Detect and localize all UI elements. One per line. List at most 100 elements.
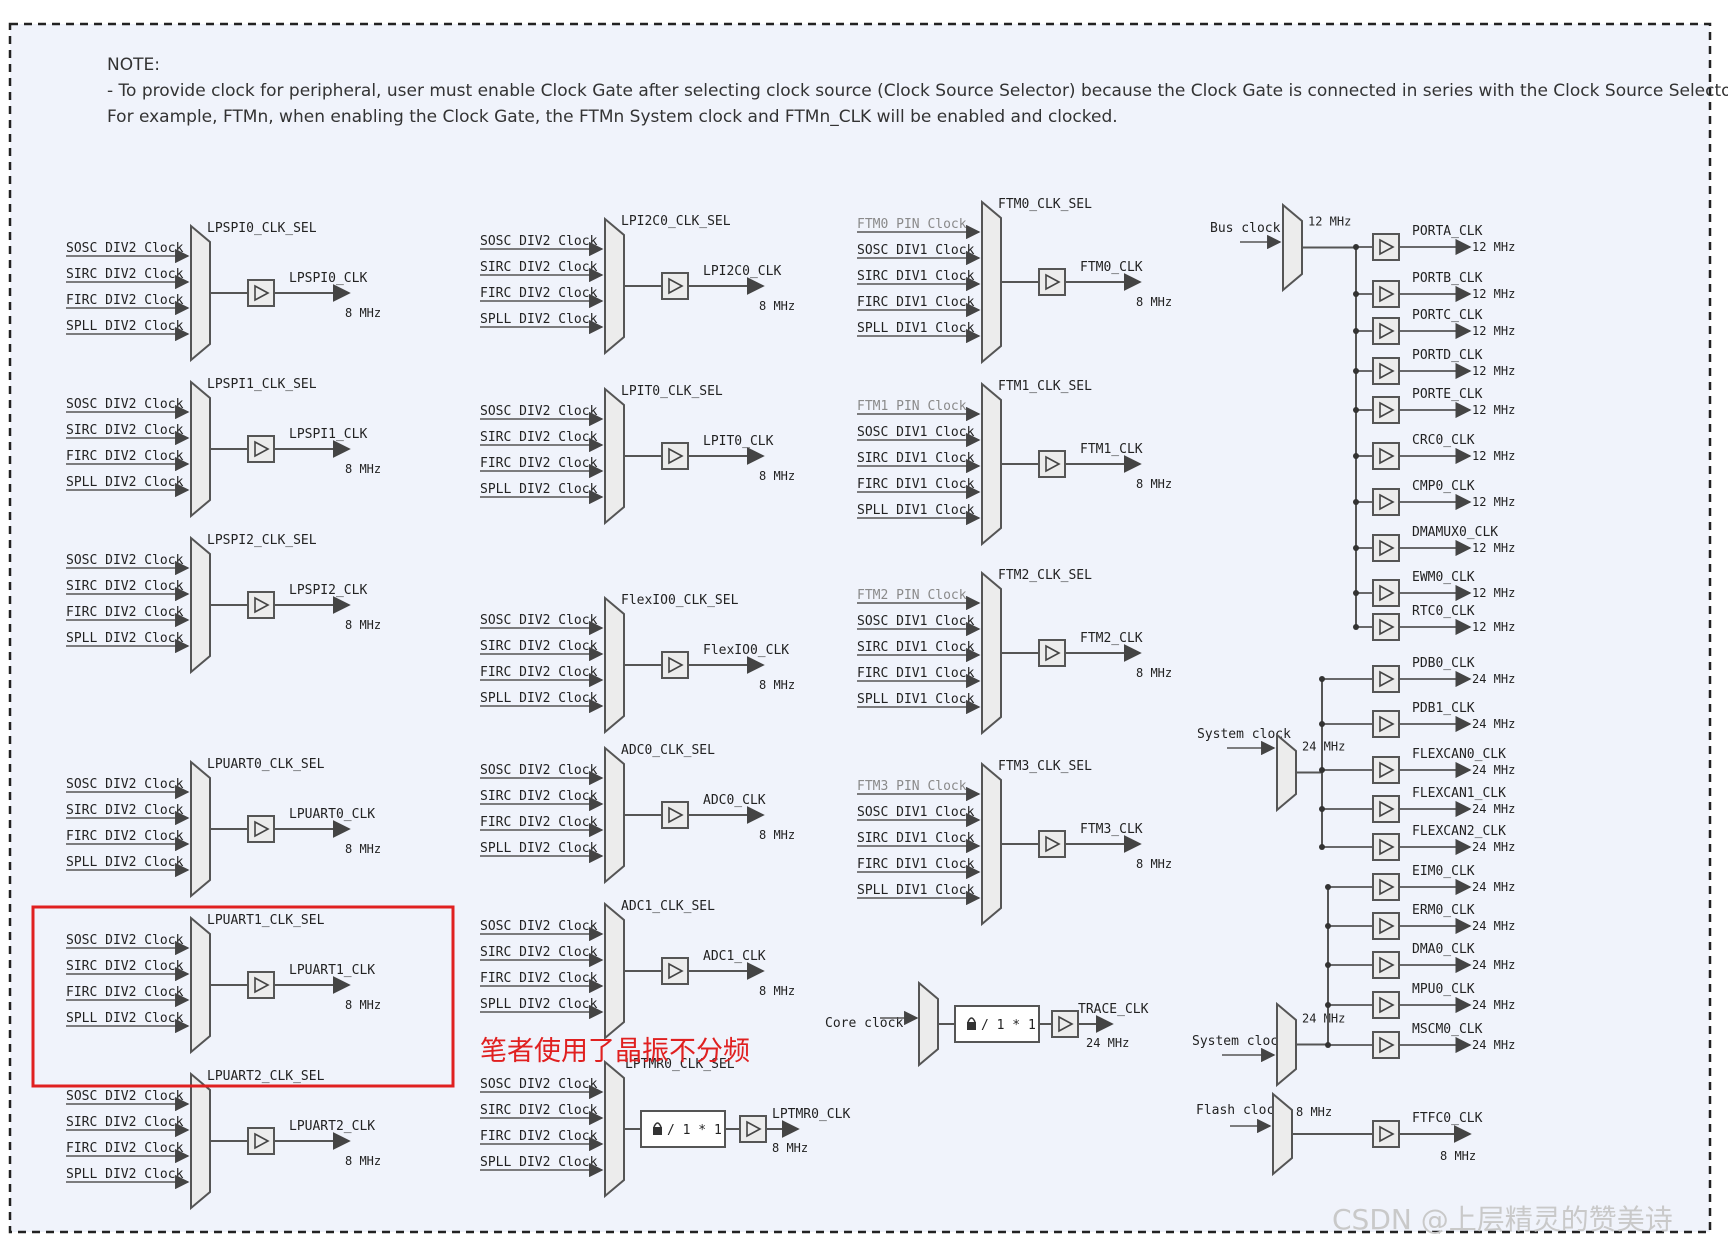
- flash-out-label: FTFC0_CLK: [1412, 1111, 1483, 1126]
- col2-5-out-label: ADC1_CLK: [703, 949, 766, 964]
- bus-gate-8-triangle: [1379, 539, 1395, 557]
- bus-node-6: [1353, 453, 1359, 459]
- col3-3-gate: [1038, 639, 1066, 667]
- col2-1-out-label: LPI2C0_CLK: [703, 264, 781, 279]
- bus-gate-1: [1372, 233, 1400, 261]
- bus-gate-5-triangle: [1379, 401, 1395, 419]
- col1-6-input-1: SOSC DIV2 Clock: [66, 1089, 184, 1104]
- bus-gate-7-triangle: [1379, 493, 1395, 511]
- bus-node-4: [1353, 368, 1359, 374]
- sys2-out-freq-2: 24 MHz: [1472, 919, 1515, 933]
- col3-1-freq: 8 MHz: [1136, 295, 1172, 309]
- sys2-node-2: [1325, 923, 1331, 929]
- sys1-gate-2-triangle: [1379, 715, 1395, 733]
- bus-gate-2-triangle: [1379, 285, 1395, 303]
- sys2-node-5: [1325, 1042, 1331, 1048]
- sys2-gate-1: [1372, 873, 1400, 901]
- sys2-gate-5: [1372, 1031, 1400, 1059]
- bus-out-label-10: RTC0_CLK: [1412, 604, 1475, 619]
- bus-gate-3-triangle: [1379, 322, 1395, 340]
- col2-5-gate-triangle: [668, 962, 684, 980]
- col1-1-gate: [247, 279, 275, 307]
- col3-4-gate-triangle: [1045, 835, 1061, 853]
- col2-3-input-1: SOSC DIV2 Clock: [480, 613, 598, 628]
- col1-2-freq: 8 MHz: [345, 462, 381, 476]
- col2-2-mux: [604, 386, 625, 526]
- col2-4-sel-label: ADC0_CLK_SEL: [621, 743, 715, 758]
- col3-4-out-label: FTM3_CLK: [1080, 822, 1143, 837]
- col3-2-input-1: FTM1 PIN Clock: [857, 399, 967, 414]
- flash-mux: [1272, 1091, 1293, 1177]
- lptmr-sel-label: LPTMR0_CLK_SEL: [625, 1057, 735, 1072]
- col1-5-gate: [247, 971, 275, 999]
- col2-3-gate: [661, 651, 689, 679]
- col2-3-sel-label: FlexIO0_CLK_SEL: [621, 593, 739, 608]
- bus-gate-10: [1372, 613, 1400, 641]
- sys2-in-label: System clock: [1192, 1034, 1286, 1049]
- bus-gate-4-triangle: [1379, 362, 1395, 380]
- lptmr-out-label: LPTMR0_CLK: [772, 1107, 850, 1122]
- col3-4-freq: 8 MHz: [1136, 857, 1172, 871]
- col2-3-mux: [604, 595, 625, 735]
- sys1-out-freq-4: 24 MHz: [1472, 802, 1515, 816]
- bus-gate-6-triangle: [1379, 447, 1395, 465]
- sys1-node-5: [1319, 844, 1325, 850]
- col2-5-sel-label: ADC1_CLK_SEL: [621, 899, 715, 914]
- bus-gate-8: [1372, 534, 1400, 562]
- col2-1-gate-triangle: [668, 277, 684, 295]
- bus-node-10: [1353, 624, 1359, 630]
- trace-mux: [918, 980, 939, 1068]
- col1-3-input-4: SPLL DIV2 Clock: [66, 631, 184, 646]
- note-title: NOTE:: [107, 55, 160, 75]
- sys1-in-label: System clock: [1197, 727, 1291, 742]
- col1-6-freq: 8 MHz: [345, 1154, 381, 1168]
- col1-5-input-1: SOSC DIV2 Clock: [66, 933, 184, 948]
- bus-out-label-1: PORTA_CLK: [1412, 224, 1483, 239]
- col2-5-freq: 8 MHz: [759, 984, 795, 998]
- sys2-out-freq-4: 24 MHz: [1472, 998, 1515, 1012]
- bus-node-8: [1353, 545, 1359, 551]
- bus-gate-5: [1372, 396, 1400, 424]
- col2-4-freq: 8 MHz: [759, 828, 795, 842]
- bus-out-freq-6: 12 MHz: [1472, 449, 1515, 463]
- col1-3-gate-triangle: [254, 596, 270, 614]
- col1-3-input-3: FIRC DIV2 Clock: [66, 605, 184, 620]
- col2-5-gate: [661, 957, 689, 985]
- col3-1-gate-triangle: [1045, 273, 1061, 291]
- sys1-gate-4-triangle: [1379, 800, 1395, 818]
- col2-1-mux: [604, 216, 625, 356]
- col3-2-gate-triangle: [1045, 455, 1061, 473]
- col1-6-mux: [190, 1071, 211, 1211]
- lptmr-input-1: SOSC DIV2 Clock: [480, 1077, 598, 1092]
- col2-2-out-label: LPIT0_CLK: [703, 434, 774, 449]
- highlight-box: [31, 905, 455, 1088]
- col2-3-input-3: FIRC DIV2 Clock: [480, 665, 598, 680]
- col1-4-input-3: FIRC DIV2 Clock: [66, 829, 184, 844]
- col3-1-input-4: FIRC DIV1 Clock: [857, 295, 975, 310]
- lptmr-input-2: SIRC DIV2 Clock: [480, 1103, 598, 1118]
- sys1-gate-5: [1372, 833, 1400, 861]
- col1-2-input-1: SOSC DIV2 Clock: [66, 397, 184, 412]
- col1-5-gate-triangle: [254, 976, 270, 994]
- col2-2-sel-label: LPIT0_CLK_SEL: [621, 384, 723, 399]
- sys1-gate-4: [1372, 795, 1400, 823]
- col1-3-input-2: SIRC DIV2 Clock: [66, 579, 184, 594]
- col1-4-input-2: SIRC DIV2 Clock: [66, 803, 184, 818]
- col2-1-input-3: FIRC DIV2 Clock: [480, 286, 598, 301]
- col3-3-input-1: FTM2 PIN Clock: [857, 588, 967, 603]
- sys1-gate-2: [1372, 710, 1400, 738]
- col2-4-input-1: SOSC DIV2 Clock: [480, 763, 598, 778]
- col3-4-input-2: SOSC DIV1 Clock: [857, 805, 975, 820]
- col3-3-input-4: FIRC DIV1 Clock: [857, 666, 975, 681]
- bus-node-7: [1353, 499, 1359, 505]
- lptmr-input-4: SPLL DIV2 Clock: [480, 1155, 598, 1170]
- col1-5-input-4: SPLL DIV2 Clock: [66, 1011, 184, 1026]
- col3-2-input-3: SIRC DIV1 Clock: [857, 451, 975, 466]
- col1-5-out-label: LPUART1_CLK: [289, 963, 375, 978]
- col3-1-mux: [981, 199, 1002, 365]
- note-line-1: - To provide clock for peripheral, user …: [107, 81, 1728, 101]
- lptmr-divider-label: / 1 * 1: [667, 1123, 722, 1138]
- bus-out-label-8: DMAMUX0_CLK: [1412, 525, 1498, 540]
- sys1-mux: [1276, 732, 1297, 813]
- col1-5-mux: [190, 915, 211, 1055]
